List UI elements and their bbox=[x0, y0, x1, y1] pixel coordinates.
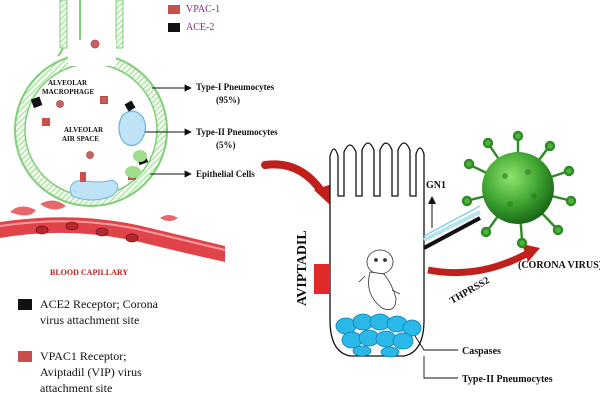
type1-percent: (95%) bbox=[216, 95, 240, 105]
legend-ace2: ACE2 Receptor; Corona virus attachment s… bbox=[18, 296, 158, 328]
alveolar-air-label: AIR SPACE bbox=[62, 135, 99, 143]
type1-label: Type-I Pneumocytes bbox=[196, 82, 275, 92]
vpac1-receptor bbox=[42, 118, 50, 126]
gn1-label: GN1 bbox=[426, 180, 446, 191]
epithelial-cell bbox=[314, 142, 425, 358]
ghost-figure-icon bbox=[358, 249, 401, 311]
corona-virus-label: (CORONA VIRUS) bbox=[518, 260, 600, 271]
ace2-receptor bbox=[124, 100, 136, 112]
alveolus bbox=[14, 0, 168, 207]
type2-percent: (5%) bbox=[216, 140, 236, 150]
legend: ACE2 Receptor; Corona virus attachment s… bbox=[18, 296, 238, 400]
bottom-leader-lines bbox=[414, 335, 458, 379]
type2-bottom-label: Type-II Pneumocytes bbox=[462, 374, 553, 385]
caspases-label: Caspases bbox=[462, 346, 501, 357]
epithelial-label: Epithelial Cells bbox=[196, 169, 255, 179]
type2-cell bbox=[118, 110, 147, 147]
blood-capillary bbox=[0, 200, 226, 262]
alveolar-macrophage-label: MACROPHAGE bbox=[42, 88, 94, 96]
aviptadil-label: AVIPTADIL bbox=[295, 230, 310, 306]
legend-vpac1: VPAC1 Receptor; Aviptadil (VIP) virus at… bbox=[18, 348, 142, 396]
vpac1-receptor bbox=[314, 264, 330, 294]
key-ace2: ACE-2 bbox=[168, 22, 214, 33]
key-vpac1: VPAC-1 bbox=[168, 4, 220, 15]
ace2-swatch bbox=[18, 299, 32, 310]
alveolar-macrophage-label: ALVEOLAR bbox=[48, 79, 88, 87]
vpac1-swatch bbox=[18, 351, 32, 362]
alveolar-air-label: ALVEOLAR bbox=[64, 126, 104, 134]
legend-vpac1-text: VPAC1 Receptor; Aviptadil (VIP) virus at… bbox=[40, 349, 142, 395]
legend-ace2-text: ACE2 Receptor; Corona virus attachment s… bbox=[40, 297, 158, 327]
key-ace2-label: ACE-2 bbox=[186, 22, 215, 33]
receptor-stems bbox=[423, 205, 481, 250]
corona-virus-icon bbox=[461, 130, 577, 249]
ace2-swatch bbox=[168, 23, 180, 32]
red-arrow-icon bbox=[261, 160, 326, 196]
blood-capillary-label: BLOOD CAPILLARY bbox=[50, 268, 128, 277]
key-vpac1-label: VPAC-1 bbox=[186, 4, 221, 15]
thprss2-label: THPRSS2 bbox=[448, 275, 492, 306]
small-virus-icon bbox=[56, 39, 108, 159]
type2-label: Type-II Pneumocytes bbox=[196, 127, 278, 137]
vpac1-swatch bbox=[168, 5, 180, 14]
vpac1-receptor bbox=[80, 172, 86, 182]
nuclei bbox=[335, 313, 422, 358]
leader-lines bbox=[145, 84, 192, 178]
red-arrow-icon bbox=[427, 248, 532, 277]
ace2-receptor bbox=[30, 96, 43, 109]
